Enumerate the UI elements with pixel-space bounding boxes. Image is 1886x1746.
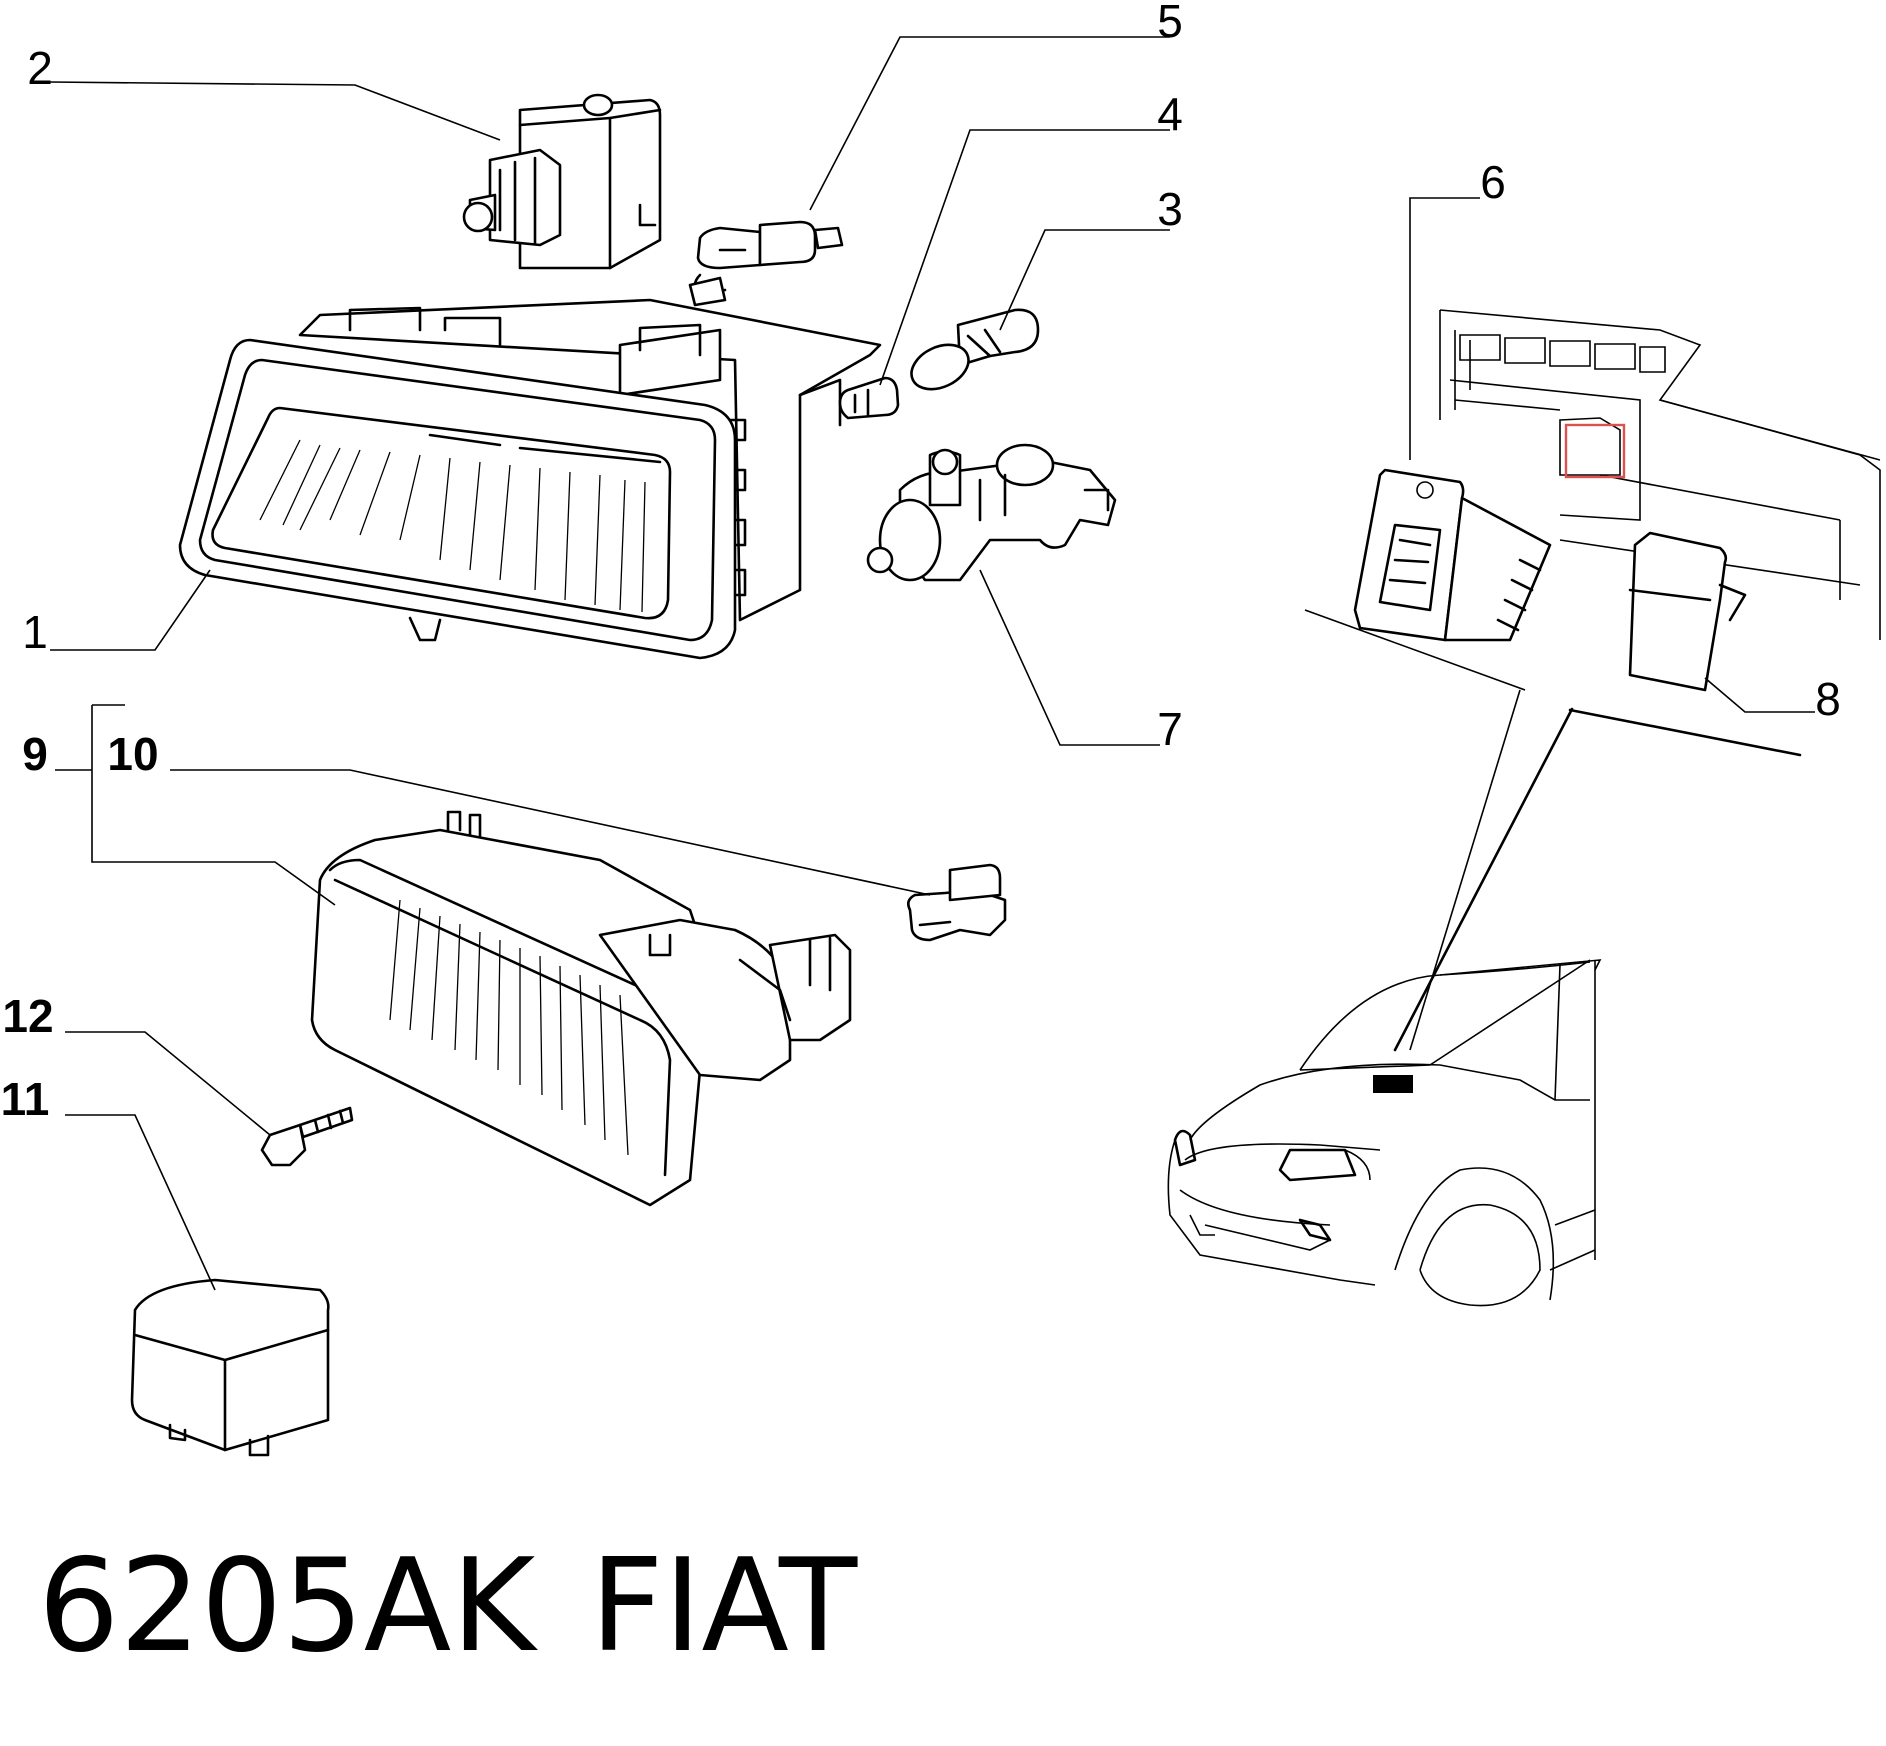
callout-11: 11 xyxy=(1,1073,50,1125)
headlamp-assembly xyxy=(178,298,882,660)
car-location-view xyxy=(1167,959,1602,1307)
callout-3: 3 xyxy=(1157,183,1183,235)
callout-2: 2 xyxy=(27,42,53,94)
callout-7: 7 xyxy=(1157,703,1183,755)
callout-1: 1 xyxy=(22,606,48,658)
headlamp-levelling-motor xyxy=(462,93,662,270)
relay xyxy=(130,1278,330,1457)
callout-12: 12 xyxy=(2,990,53,1042)
screw xyxy=(260,1106,354,1167)
bulb-holder xyxy=(910,308,1040,391)
leader-lines xyxy=(49,36,1815,1291)
highlighted-switch-location xyxy=(1564,423,1626,479)
callout-5: 5 xyxy=(1157,0,1183,47)
callout-9: 9 xyxy=(22,728,48,780)
callout-labels: 2 5 4 3 6 1 7 8 9 10 12 11 xyxy=(1,0,1841,1125)
levelling-actuator xyxy=(866,443,1117,582)
callout-4: 4 xyxy=(1157,88,1183,140)
headlamp-bulb xyxy=(688,220,844,307)
callout-6: 6 xyxy=(1480,156,1506,208)
footer: 6205AK FIAT xyxy=(38,1532,858,1681)
callout-10: 10 xyxy=(107,728,158,780)
fog-lamp-assembly xyxy=(310,810,852,1207)
part-code: 6205AK xyxy=(38,1532,538,1681)
sidelight-bulb xyxy=(838,376,900,420)
callout-8: 8 xyxy=(1815,673,1841,725)
dashboard-detail xyxy=(1304,309,1881,1052)
fog-lamp-bulb xyxy=(907,863,1007,942)
brand-name: FIAT xyxy=(590,1532,858,1681)
